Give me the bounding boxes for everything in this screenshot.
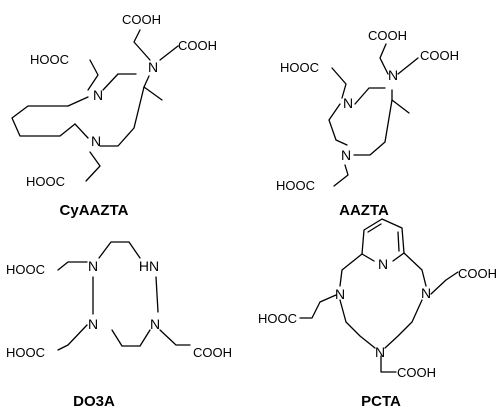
pcta-n-pyridine: N [378, 256, 388, 272]
cyaazta-n-lower: N [91, 133, 101, 149]
pcta-n-bottom: N [375, 344, 385, 360]
aazta-cooh-right: COOH [420, 48, 459, 63]
cyaazta-n-exocyclic: N [148, 59, 158, 75]
pcta-bonds [299, 218, 459, 373]
do3a-structure: N HN N N HOOC HOOC COOH DO3A [6, 241, 232, 410]
aazta-cooh-top: COOH [368, 28, 407, 43]
do3a-name: DO3A [73, 393, 115, 410]
aazta-n-lower: N [341, 147, 351, 163]
pcta-n-left: N [335, 286, 345, 302]
pcta-name: PCTA [361, 393, 401, 410]
cyaazta-cooh-right: COOH [178, 38, 217, 53]
do3a-bonds [57, 241, 191, 351]
do3a-hooc-lower: HOOC [6, 345, 45, 360]
cyaazta-hooc-lower: HOOC [26, 174, 65, 189]
aazta-name: AAZTA [339, 202, 389, 219]
pcta-structure: N N N N HOOC COOH COOH PCTA [258, 218, 497, 410]
do3a-n-topleft: N [88, 258, 98, 274]
cyaazta-n-upper: N [93, 87, 103, 103]
cyaazta-bonds [11, 29, 179, 182]
cyaazta-name: CyAAZTA [60, 202, 129, 219]
pcta-labels: N N N N HOOC COOH COOH [258, 256, 497, 380]
do3a-n-bottomleft: N [88, 316, 98, 332]
do3a-n-bottomright: N [150, 316, 160, 332]
aazta-hooc-lower: HOOC [276, 178, 315, 193]
aazta-n-upper: N [343, 95, 353, 111]
aazta-bonds [328, 43, 419, 187]
aazta-hooc-upper: HOOC [280, 60, 319, 75]
pcta-hooc-left: HOOC [258, 311, 297, 326]
do3a-labels: N HN N N HOOC HOOC COOH [6, 258, 232, 360]
do3a-cooh-right: COOH [193, 345, 232, 360]
pcta-cooh-bottom: COOH [397, 365, 436, 380]
do3a-hooc-upper: HOOC [6, 262, 45, 277]
pcta-cooh-right: COOH [458, 266, 497, 281]
aazta-labels: N N N COOH COOH HOOC HOOC [276, 28, 459, 193]
cyaazta-labels: N N N COOH COOH HOOC HOOC [26, 12, 217, 189]
cyaazta-hooc-upper: HOOC [30, 52, 69, 67]
cyaazta-structure: N N N COOH COOH HOOC HOOC CyAAZTA [11, 12, 217, 219]
cyaazta-cooh-top: COOH [122, 12, 161, 27]
pcta-n-right: N [421, 285, 431, 301]
aazta-n-exocyclic: N [388, 67, 398, 83]
aazta-structure: N N N COOH COOH HOOC HOOC AAZTA [276, 28, 459, 219]
do3a-hn-topright: HN [139, 258, 159, 274]
